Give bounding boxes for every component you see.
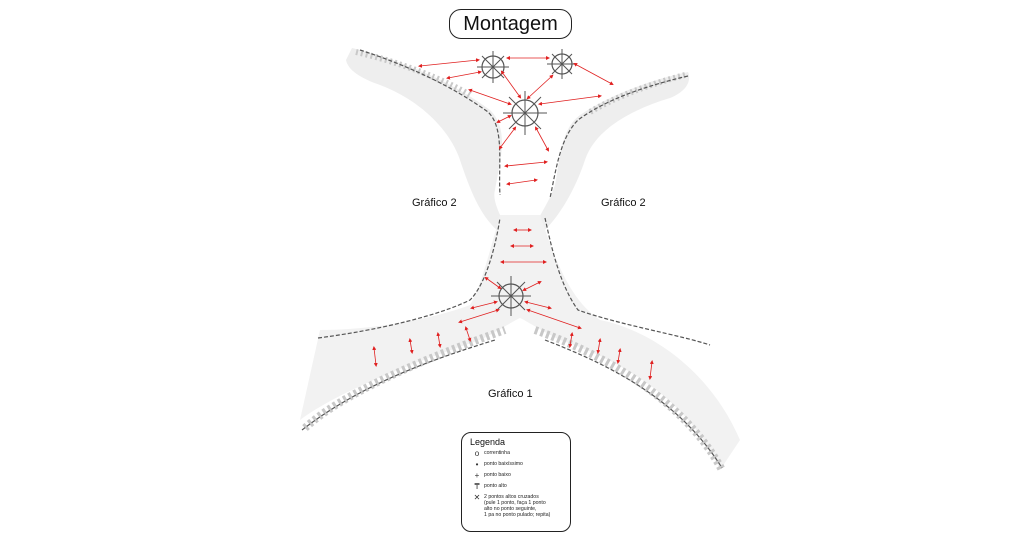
chart2-right-label: Gráfico 2 xyxy=(601,197,646,209)
crossed-double-crochet-icon: ✕ xyxy=(473,493,481,502)
chart2-left-label: Gráfico 2 xyxy=(412,197,457,209)
double-crochet-icon: ₸ xyxy=(474,482,480,491)
chain-stitch-icon: o xyxy=(474,449,480,458)
chart1-label: Gráfico 1 xyxy=(488,388,533,400)
page-title: Montagem xyxy=(449,9,572,39)
single-crochet-icon: + xyxy=(474,471,480,480)
connector-arrows xyxy=(372,56,654,380)
star-motif-top-right xyxy=(547,49,577,79)
legend-item-label: ponto baixo xyxy=(484,472,511,478)
chart2-left-piece xyxy=(346,48,505,230)
legend-item: o correntinha xyxy=(470,450,564,458)
slip-stitch-icon: • xyxy=(475,460,479,469)
legend-item-label: correntinha xyxy=(484,450,510,456)
star-motif-center-lower xyxy=(491,276,531,316)
legend-item: ✕ 2 pontos altos cruzados (pule 1 ponto,… xyxy=(470,493,564,519)
legend-item-label: ponto alto xyxy=(484,483,507,489)
legend-item: ₸ ponto alto xyxy=(470,483,564,491)
legend-item-label: 2 pontos altos cruzados (pule 1 ponto, f… xyxy=(484,494,551,518)
legend-item: • ponto baixíssimo xyxy=(470,461,564,469)
chart1-piece xyxy=(300,215,740,472)
star-motif-top-left xyxy=(477,51,509,83)
legend-box: Legenda o correntinha • ponto baixíssimo… xyxy=(461,432,571,532)
legend-item-label: ponto baixíssimo xyxy=(484,461,523,467)
legend-title: Legenda xyxy=(470,437,506,447)
chart2-right-piece xyxy=(535,72,690,230)
legend-item: + ponto baixo xyxy=(470,472,564,480)
star-motif-center-upper xyxy=(503,91,547,135)
